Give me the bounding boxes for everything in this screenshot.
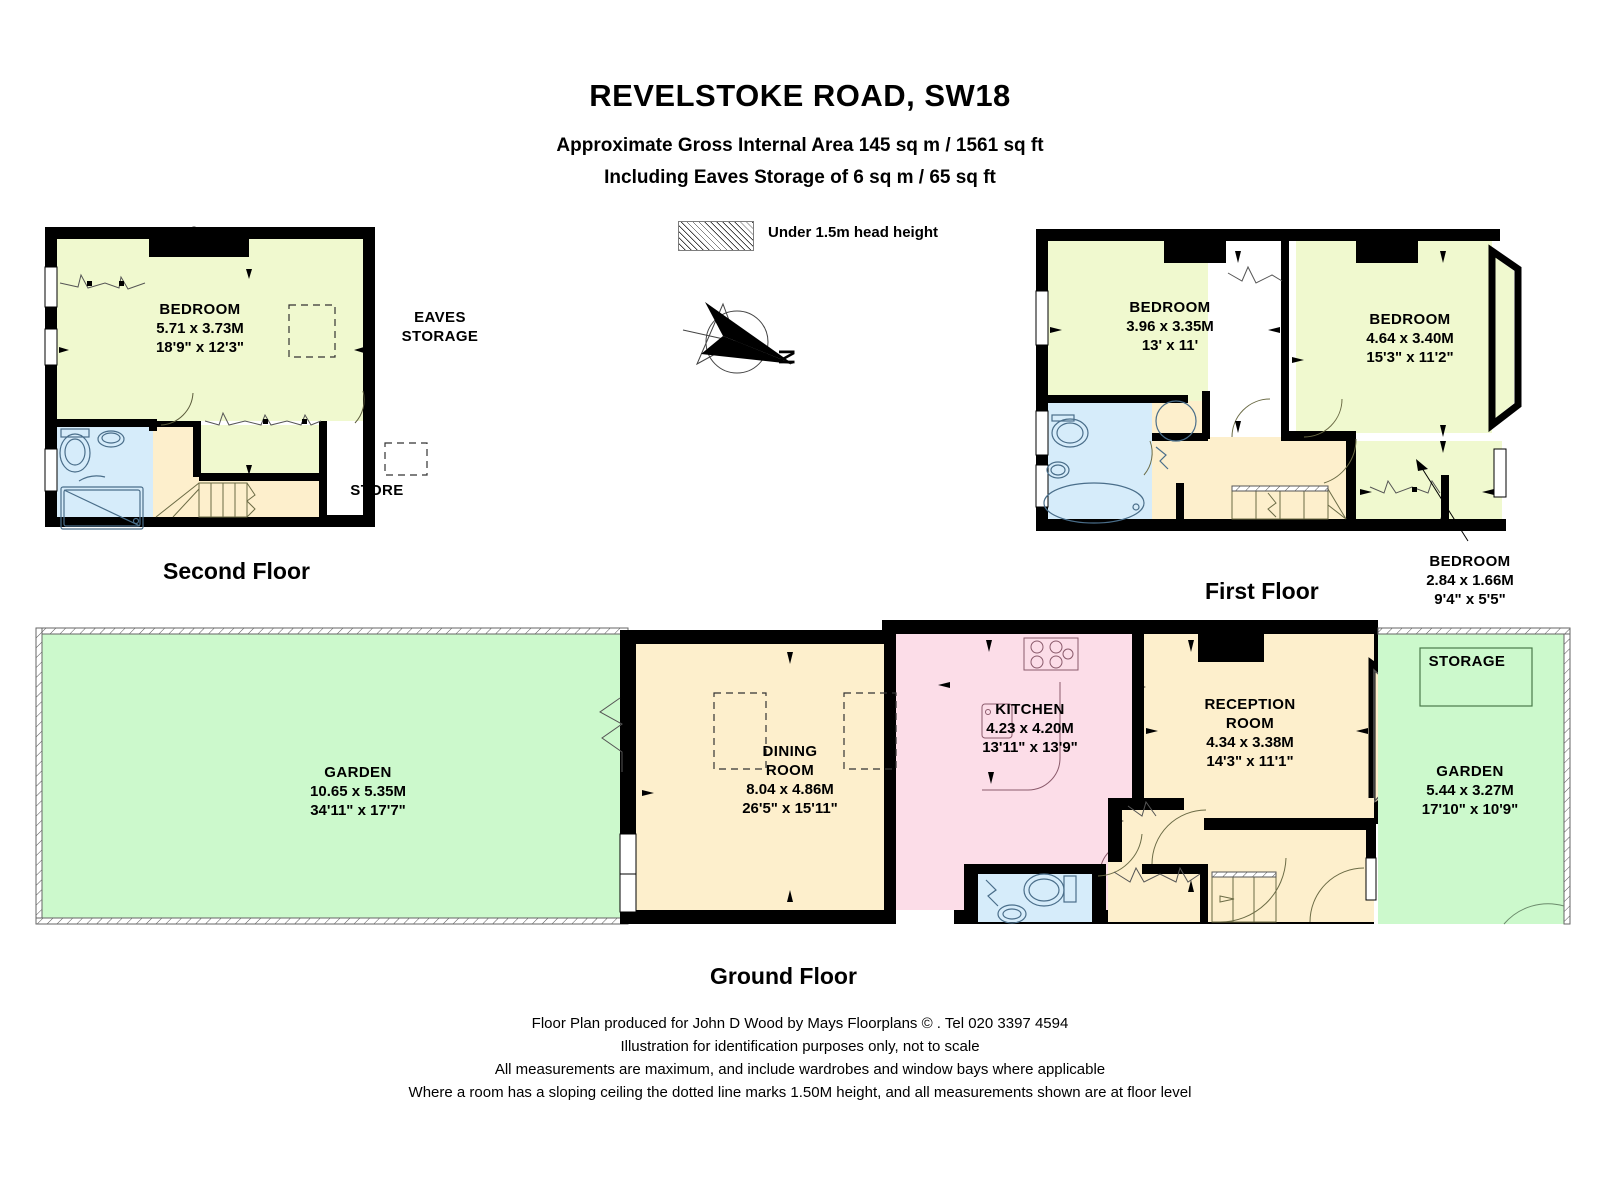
first-floor-doors	[1143, 398, 1357, 484]
room-label-second-bedroom: BEDROOM 5.71 x 3.73M 18'9" x 12'3"	[110, 300, 290, 357]
room-name: BEDROOM	[1129, 299, 1211, 316]
hall-window	[1365, 857, 1377, 901]
hallway-fill	[1108, 798, 1374, 922]
compass-icon	[675, 292, 815, 392]
head-height-hatch-swatch	[678, 221, 754, 251]
room-name: STORAGE	[1428, 653, 1506, 670]
compass-north-label: N	[773, 349, 799, 365]
small-bedroom-leader-line	[1419, 464, 1469, 542]
second-floor-doors	[160, 390, 365, 426]
floor-caption-second: Second Floor	[163, 558, 310, 584]
sloping-ceiling-dotted-line	[288, 304, 428, 476]
footer-line-4: Where a room has a sloping ceiling the d…	[408, 1084, 1192, 1101]
room-metric: 2.84 x 1.66M	[1426, 572, 1514, 589]
dining-room-fill	[636, 644, 884, 910]
room-name-line2: ROOM	[1225, 715, 1275, 732]
garden-boundary-right	[1563, 627, 1571, 925]
room-metric: 3.96 x 3.35M	[1126, 318, 1214, 335]
first-bedroom1-fill	[1048, 241, 1208, 401]
room-metric: 4.64 x 3.40M	[1366, 330, 1454, 347]
page-title: REVELSTOKE ROAD, SW18	[589, 78, 1011, 113]
room-label-reception-room: RECEPTION ROOM 4.34 x 3.38M 14'3" x 11'1…	[1150, 695, 1350, 771]
garden-storage-box	[1419, 647, 1533, 707]
footer: Floor Plan produced for John D Wood by M…	[0, 1012, 1600, 1104]
room-imperial: 26'5" x 15'11"	[742, 800, 838, 817]
room-imperial: 14'3" x 11'1"	[1206, 753, 1294, 770]
room-label-storage: STORAGE	[1402, 652, 1532, 671]
room-name: KITCHEN	[995, 701, 1065, 718]
second-floor-dimension-arrows	[59, 269, 364, 475]
room-label-eaves-storage: EAVES STORAGE	[370, 308, 510, 346]
garden-boundary-bottom	[35, 917, 629, 925]
gross-area-text: Approximate Gross Internal Area 145 sq m…	[556, 135, 1044, 156]
first-floor-bay-window	[1488, 244, 1522, 433]
wc-fixtures	[985, 873, 1077, 924]
wc-fill	[976, 870, 1096, 922]
room-metric: 8.04 x 4.86M	[746, 781, 834, 798]
room-label-first-bedroom-3: BEDROOM 2.84 x 1.66M 9'4" x 5'5"	[1370, 552, 1570, 609]
second-landing-fill	[153, 479, 323, 517]
room-imperial: 15'3" x 11'2"	[1366, 349, 1454, 366]
first-bathroom-fixtures	[1043, 400, 1197, 524]
room-metric: 5.71 x 3.73M	[156, 320, 244, 337]
room-label-dining-room: DINING ROOM 8.04 x 4.86M 26'5" x 15'11"	[690, 742, 890, 818]
first-floor-windows	[1035, 290, 1507, 508]
room-name-line1: EAVES	[414, 309, 466, 326]
head-height-legend-label: Under 1.5m head height	[768, 224, 939, 241]
garden-gate-arc	[1503, 903, 1565, 925]
dining-windows	[619, 833, 637, 913]
first-bedroom2-fill	[1296, 241, 1492, 433]
first-landing-fill	[1152, 437, 1348, 519]
reception-room-fill	[1144, 634, 1374, 824]
room-metric: 4.23 x 4.20M	[986, 720, 1074, 737]
room-name: GARDEN	[1436, 763, 1504, 780]
garden-boundary-left	[35, 627, 43, 925]
first-floor-plan	[1016, 225, 1546, 545]
room-label-first-bedroom-1: BEDROOM 3.96 x 3.35M 13' x 11'	[1075, 298, 1265, 355]
second-floor-stairs	[155, 482, 256, 518]
footer-line-1: Floor Plan produced for John D Wood by M…	[531, 1015, 1069, 1032]
second-bathroom-fixtures	[59, 428, 144, 530]
floor-caption-first: First Floor	[1205, 578, 1319, 604]
footer-line-2: Illustration for identification purposes…	[620, 1038, 980, 1055]
eaves-area-text: Including Eaves Storage of 6 sq m / 65 s…	[604, 167, 996, 188]
room-name-line1: RECEPTION	[1204, 696, 1296, 713]
ground-floor-plan	[24, 620, 1576, 940]
second-bathroom-fill	[57, 425, 153, 517]
room-name: BEDROOM	[1369, 311, 1451, 328]
kitchen-units	[981, 637, 1133, 875]
room-name-line2: ROOM	[765, 762, 815, 779]
room-label-kitchen: KITCHEN 4.23 x 4.20M 13'11" x 13'9"	[930, 700, 1130, 757]
room-name: BEDROOM	[1429, 553, 1511, 570]
room-label-left-garden: GARDEN 10.65 x 5.35M 34'11" x 17'7"	[258, 763, 458, 820]
room-imperial: 34'11" x 17'7"	[310, 802, 406, 819]
room-name-line2: STORAGE	[401, 328, 479, 345]
room-label-right-garden: GARDEN 5.44 x 3.27M 17'10" x 10'9"	[1380, 762, 1560, 819]
room-imperial: 13'11" x 13'9"	[982, 739, 1078, 756]
room-name: GARDEN	[324, 764, 392, 781]
room-imperial: 17'10" x 10'9"	[1421, 801, 1519, 818]
floor-caption-ground: Ground Floor	[710, 963, 857, 989]
room-imperial: 18'9" x 12'3"	[155, 339, 245, 356]
garden-boundary-top	[35, 627, 629, 635]
room-name: STORE	[350, 482, 404, 499]
room-metric: 10.65 x 5.35M	[310, 783, 406, 800]
room-name: BEDROOM	[159, 301, 241, 318]
left-garden-fill	[38, 630, 626, 922]
room-imperial: 9'4" x 5'5"	[1434, 591, 1506, 608]
dining-dotted-zones	[713, 692, 897, 770]
second-floor-plan	[33, 225, 523, 555]
room-label-first-bedroom-2: BEDROOM 4.64 x 3.40M 15'3" x 11'2"	[1310, 310, 1510, 367]
footer-line-3: All measurements are maximum, and includ…	[494, 1061, 1106, 1078]
room-imperial: 13' x 11'	[1141, 337, 1199, 354]
second-floor-windows	[44, 266, 58, 492]
ground-floor-dimension-arrows	[642, 640, 1368, 902]
first-floor-dimension-arrows	[1050, 251, 1494, 521]
first-bathroom-fill	[1048, 401, 1152, 519]
room-metric: 5.44 x 3.27M	[1426, 782, 1514, 799]
room-name-line1: DINING	[762, 743, 818, 760]
room-label-store: STORE	[322, 481, 432, 500]
room-metric: 4.34 x 3.38M	[1206, 734, 1294, 751]
